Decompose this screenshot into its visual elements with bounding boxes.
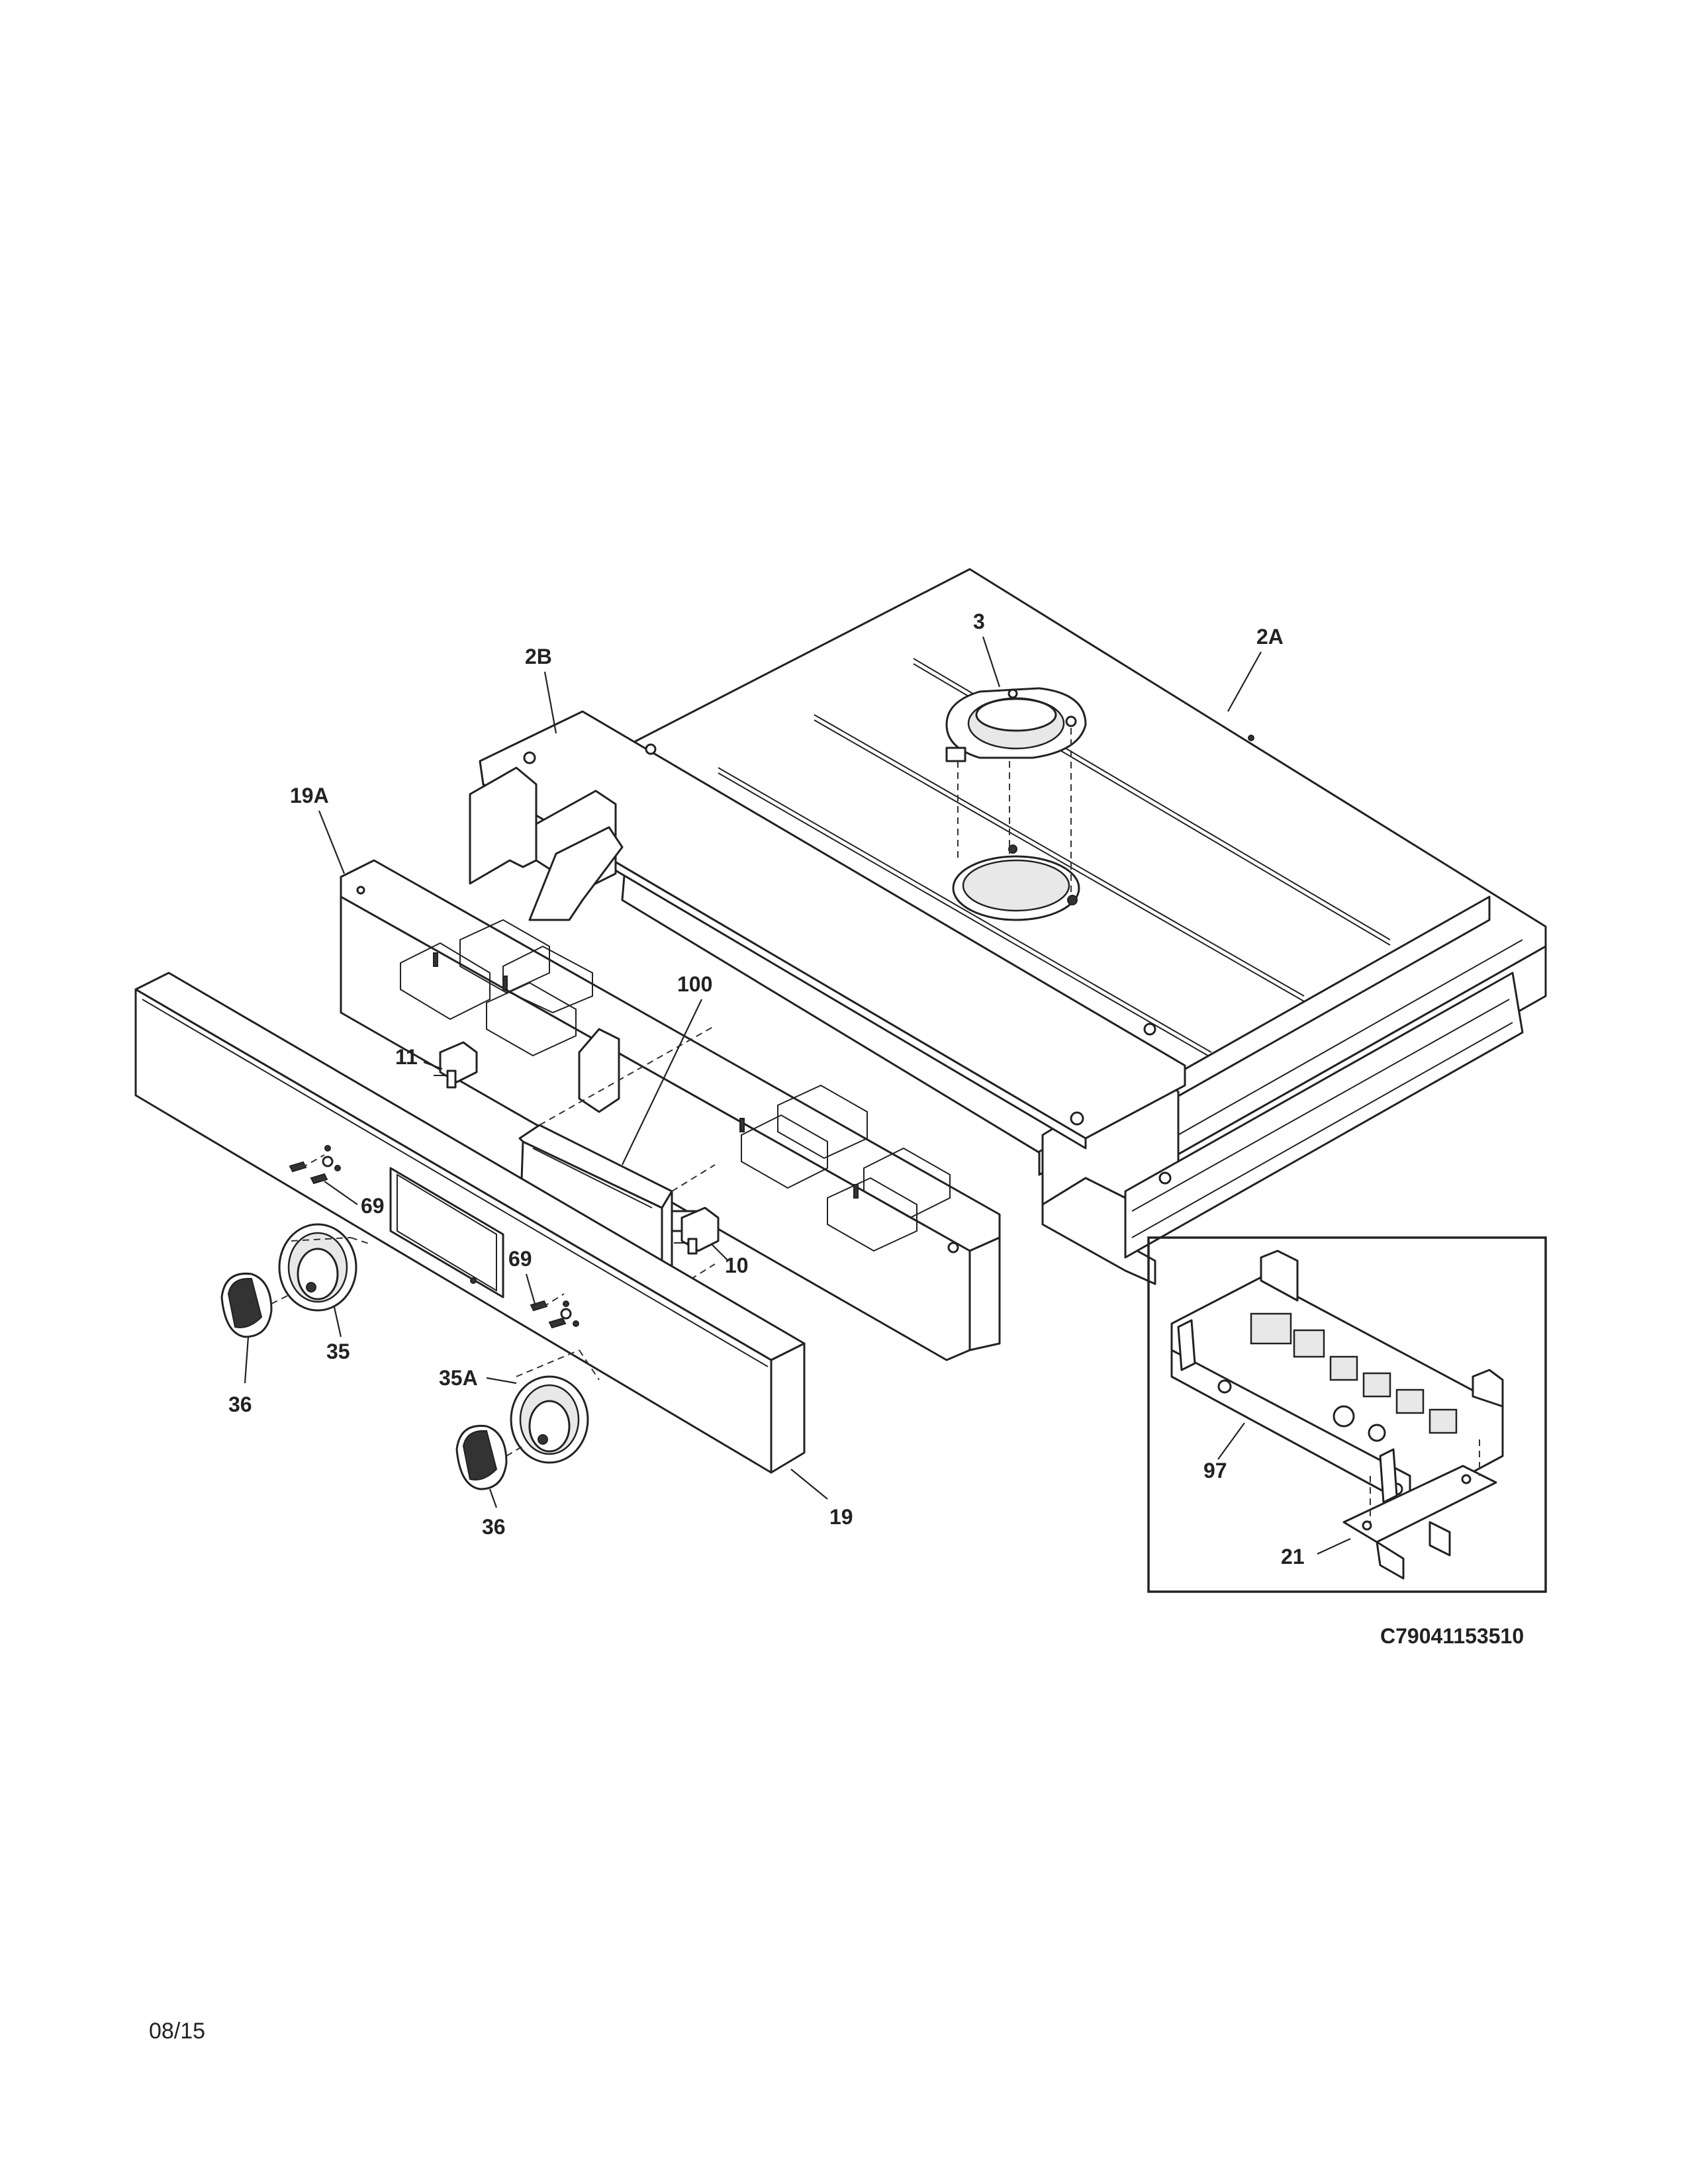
control-panel-rear-19a <box>340 859 1001 1361</box>
callout-100: 100 <box>677 972 712 996</box>
drawing-number: C79041153510 <box>1380 1624 1524 1648</box>
leader-lines <box>244 636 1351 1555</box>
callout-21: 21 <box>1281 1545 1305 1569</box>
switch-10 <box>674 1206 720 1255</box>
callout-36-right: 36 <box>482 1515 506 1539</box>
callout-2a: 2A <box>1256 625 1284 649</box>
trim-panel-2b <box>469 710 1186 1150</box>
control-board-97 <box>1170 1250 1504 1507</box>
callout-97: 97 <box>1203 1459 1227 1482</box>
knob-36-left <box>220 1272 292 1338</box>
callout-labels: 3 2A 2B 19A 100 11 69 69 10 35 36 35A 36… <box>228 610 1305 1569</box>
knob-36-right <box>455 1424 524 1490</box>
callout-35: 35 <box>326 1340 350 1363</box>
inset-box <box>1147 1236 1547 1593</box>
bezel-35 <box>278 1223 371 1312</box>
control-panel-front-19 <box>134 972 806 1474</box>
callout-19: 19 <box>829 1505 853 1529</box>
callout-35a: 35A <box>439 1366 478 1390</box>
bezel-35a <box>510 1349 600 1464</box>
callout-69-right: 69 <box>508 1247 532 1271</box>
callout-19a: 19A <box>290 784 329 807</box>
callout-2b: 2B <box>525 645 552 668</box>
screws-69 <box>289 1154 567 1329</box>
mounting-bracket-21 <box>1342 1439 1497 1580</box>
switch-11 <box>434 1041 478 1089</box>
callout-10: 10 <box>725 1253 749 1277</box>
date-code: 08/15 <box>149 2019 205 2044</box>
vent-ring-3 <box>945 687 1087 921</box>
callout-3: 3 <box>973 610 985 633</box>
callout-36-left: 36 <box>228 1392 252 1416</box>
callout-11: 11 <box>395 1045 418 1069</box>
callout-69-left: 69 <box>361 1194 385 1218</box>
